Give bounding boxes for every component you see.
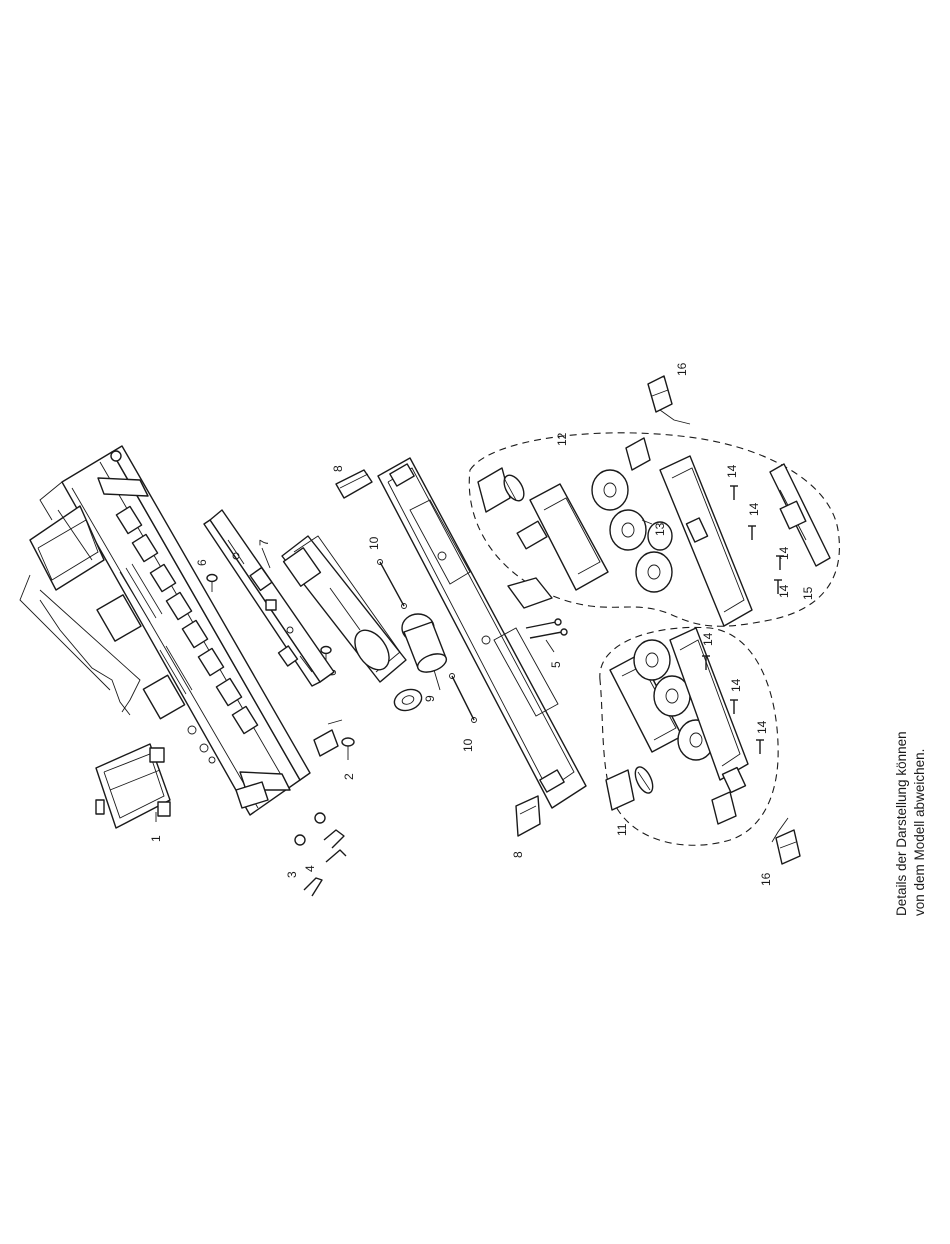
part-4-light-guide [324, 830, 346, 862]
label-4: 4 [303, 865, 317, 872]
label-16a: 16 [675, 362, 689, 376]
part-6-screw-a [207, 575, 217, 593]
leader-7 [262, 548, 270, 568]
label-8b: 8 [511, 851, 525, 858]
part-1-pantograph [96, 744, 170, 828]
label-12: 12 [555, 432, 569, 446]
motor-flywheel [391, 686, 424, 714]
clip-near-2 [314, 720, 342, 756]
front-bogie-parts [606, 628, 748, 824]
label-14g: 14 [755, 720, 769, 734]
part-5-screws [526, 619, 567, 652]
part-8-weight-top [336, 470, 372, 498]
label-15: 15 [801, 586, 815, 600]
label-5: 5 [549, 661, 563, 668]
label-2: 2 [342, 773, 356, 780]
disclaimer-line-1: Details der Darstellung können [894, 731, 909, 916]
label-16b: 16 [759, 872, 773, 886]
label-6a: 6 [195, 559, 209, 566]
part-2-screw [342, 738, 354, 760]
label-10a: 10 [367, 536, 381, 550]
label-14f: 14 [729, 678, 743, 692]
label-14c: 14 [777, 546, 791, 560]
label-14e: 14 [701, 632, 715, 646]
label-13: 13 [653, 522, 667, 536]
part-8-weight-bottom [516, 796, 540, 836]
label-14a: 14 [725, 464, 739, 478]
label-9: 9 [423, 695, 437, 702]
label-1: 1 [149, 835, 163, 842]
disclaimer-line-2: von dem Modell abweichen. [912, 749, 927, 916]
label-3: 3 [285, 871, 299, 878]
part-3-lamp [295, 813, 325, 896]
label-14d: 14 [777, 584, 791, 598]
label-14b: 14 [747, 502, 761, 516]
label-7: 7 [257, 539, 271, 546]
part-10-shaft-bottom [450, 674, 477, 723]
label-8a: 8 [331, 465, 345, 472]
label-10b: 10 [461, 738, 475, 752]
label-11: 11 [615, 823, 629, 836]
body-shell [40, 446, 310, 815]
part-9-motor [402, 614, 449, 690]
part-16-collector-top [648, 376, 690, 424]
part-10-shaft-top [378, 560, 407, 609]
part-16-collector-bottom [772, 818, 800, 864]
